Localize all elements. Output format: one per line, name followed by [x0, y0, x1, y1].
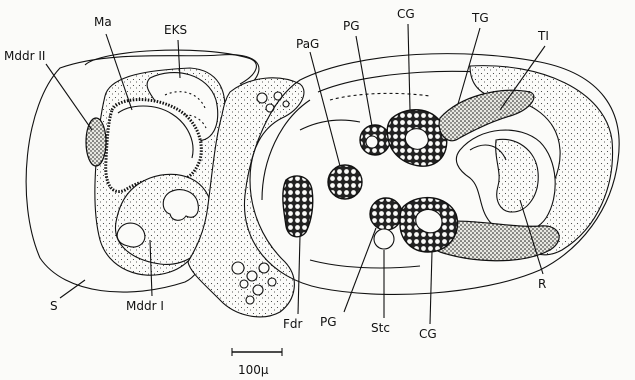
scale-bar: 100µ — [232, 348, 282, 377]
label-r: R — [538, 277, 546, 291]
pg-bottom-ganglion — [370, 198, 402, 230]
label-ti: TI — [537, 29, 549, 43]
label-pg-top: PG — [343, 19, 360, 33]
label-s: S — [50, 299, 58, 313]
label-pag: PaG — [296, 37, 319, 51]
label-mddr2: Mddr II — [4, 49, 45, 63]
label-tg: TG — [471, 11, 489, 25]
label-cg-bottom: CG — [419, 327, 437, 341]
label-fdr: Fdr — [283, 317, 303, 331]
label-pg-bottom: PG — [320, 315, 337, 329]
left-lumen — [117, 223, 145, 247]
label-eks: EKS — [164, 23, 187, 37]
fdr-gland — [283, 176, 313, 237]
label-ma: Ma — [94, 15, 112, 29]
label-cg-top: CG — [397, 7, 415, 21]
label-mddr1: Mddr I — [126, 299, 164, 313]
pag-ganglion — [328, 165, 362, 199]
statocyst — [374, 229, 394, 249]
label-stc: Stc — [371, 321, 390, 335]
scale-bar-label: 100µ — [238, 363, 269, 377]
